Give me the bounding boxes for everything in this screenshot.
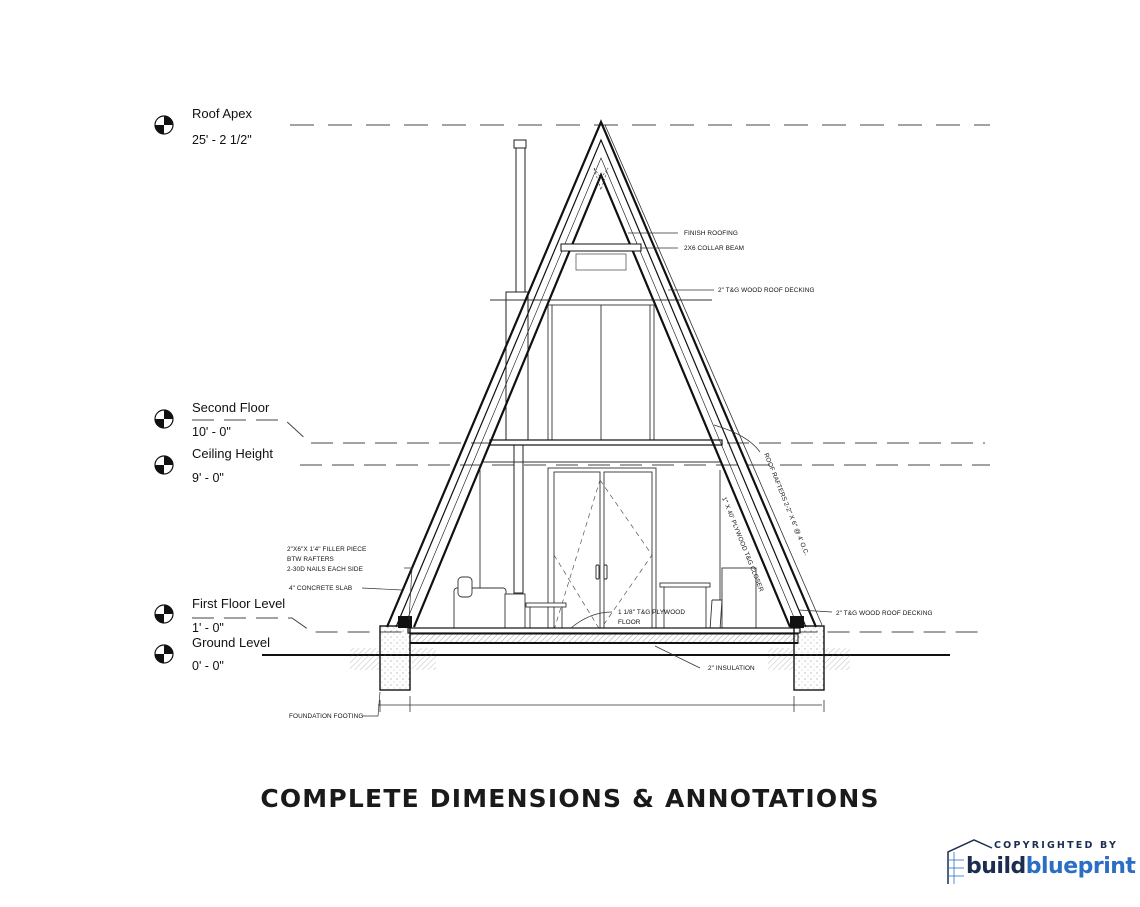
level-name-roof-apex: Roof Apex bbox=[192, 106, 252, 121]
annotation-concrete-slab: 4" CONCRETE SLAB bbox=[289, 585, 352, 592]
first-floor-deck bbox=[407, 627, 801, 644]
level-name-first-floor: First Floor Level bbox=[192, 596, 285, 611]
annotation-collar-beam: 2X6 COLLAR BEAM bbox=[684, 245, 744, 252]
annotation-insulation: 2" INSULATION bbox=[708, 665, 755, 672]
annotation-finish-roofing: FINISH ROOFING bbox=[684, 230, 738, 237]
roof-outer-line bbox=[385, 119, 818, 628]
annotation-filler-piece-3: 2-30D NAILS EACH SIDE bbox=[287, 566, 363, 573]
annotation-roof-decking-lower: 2" T&G WOOD ROOF DECKING bbox=[836, 610, 933, 617]
level-name-second-floor: Second Floor bbox=[192, 400, 270, 415]
annotation-plywood-floor-2: FLOOR bbox=[618, 619, 641, 626]
roof-decking-line bbox=[395, 138, 807, 628]
door-handles bbox=[595, 564, 608, 580]
annotation-plywood-floor-1: 1 1/8" T&G PLYWOOD bbox=[618, 609, 685, 616]
level-name-ceiling-height: Ceiling Height bbox=[192, 446, 273, 461]
brand-logo: COPYRIGHTED BY buildblueprint bbox=[944, 838, 1136, 888]
level-value-second-floor: 10' - 0" bbox=[192, 425, 231, 439]
level-value-roof-apex: 25' - 2 1/2" bbox=[192, 133, 252, 147]
annotation-roof-decking-upper: 2" T&G WOOD ROOF DECKING bbox=[718, 287, 815, 294]
level-value-ceiling-height: 9' - 0" bbox=[192, 471, 224, 485]
foundation-right bbox=[768, 625, 850, 691]
level-name-ground: Ground Level bbox=[192, 635, 270, 650]
roof-structure bbox=[385, 119, 818, 628]
rafter-blocking bbox=[398, 616, 804, 628]
level-marker-second-floor bbox=[154, 409, 174, 429]
annotation-filler-piece-2: BTW RAFTERS bbox=[287, 556, 334, 563]
level-value-ground: 0' - 0" bbox=[192, 659, 224, 673]
annotation-foundation-footing: FOUNDATION FOOTING bbox=[289, 713, 363, 720]
brand-name-blueprint: blueprint bbox=[1025, 854, 1136, 879]
level-marker-ground bbox=[154, 644, 174, 664]
level-marker-roof-apex bbox=[154, 115, 174, 135]
brand-copyright: COPYRIGHTED BY bbox=[994, 840, 1119, 851]
level-lines bbox=[192, 124, 990, 656]
door-swing-lines bbox=[553, 479, 653, 631]
leader-lines bbox=[361, 232, 833, 717]
level-marker-first-floor bbox=[154, 604, 174, 624]
rafter-inner-line bbox=[412, 172, 792, 628]
house-logo-icon bbox=[947, 839, 993, 884]
sheet-heading: COMPLETE DIMENSIONS & ANNOTATIONS bbox=[260, 784, 880, 813]
foundation-left bbox=[350, 625, 436, 691]
apex-detail bbox=[593, 167, 609, 192]
brand-name-build: build bbox=[966, 854, 1026, 879]
annotation-filler-piece-1: 2"X6"X 1'4" FILLER PIECE bbox=[287, 546, 366, 553]
chimney bbox=[505, 139, 529, 594]
second-floor-deck bbox=[489, 439, 723, 446]
level-marker-ceiling-height bbox=[154, 455, 174, 475]
collar-beam bbox=[560, 243, 642, 271]
overall-dimension bbox=[378, 124, 825, 712]
brand-name: buildblueprint bbox=[966, 854, 1136, 879]
level-value-first-floor: 1' - 0" bbox=[192, 621, 224, 635]
furniture bbox=[453, 567, 757, 631]
